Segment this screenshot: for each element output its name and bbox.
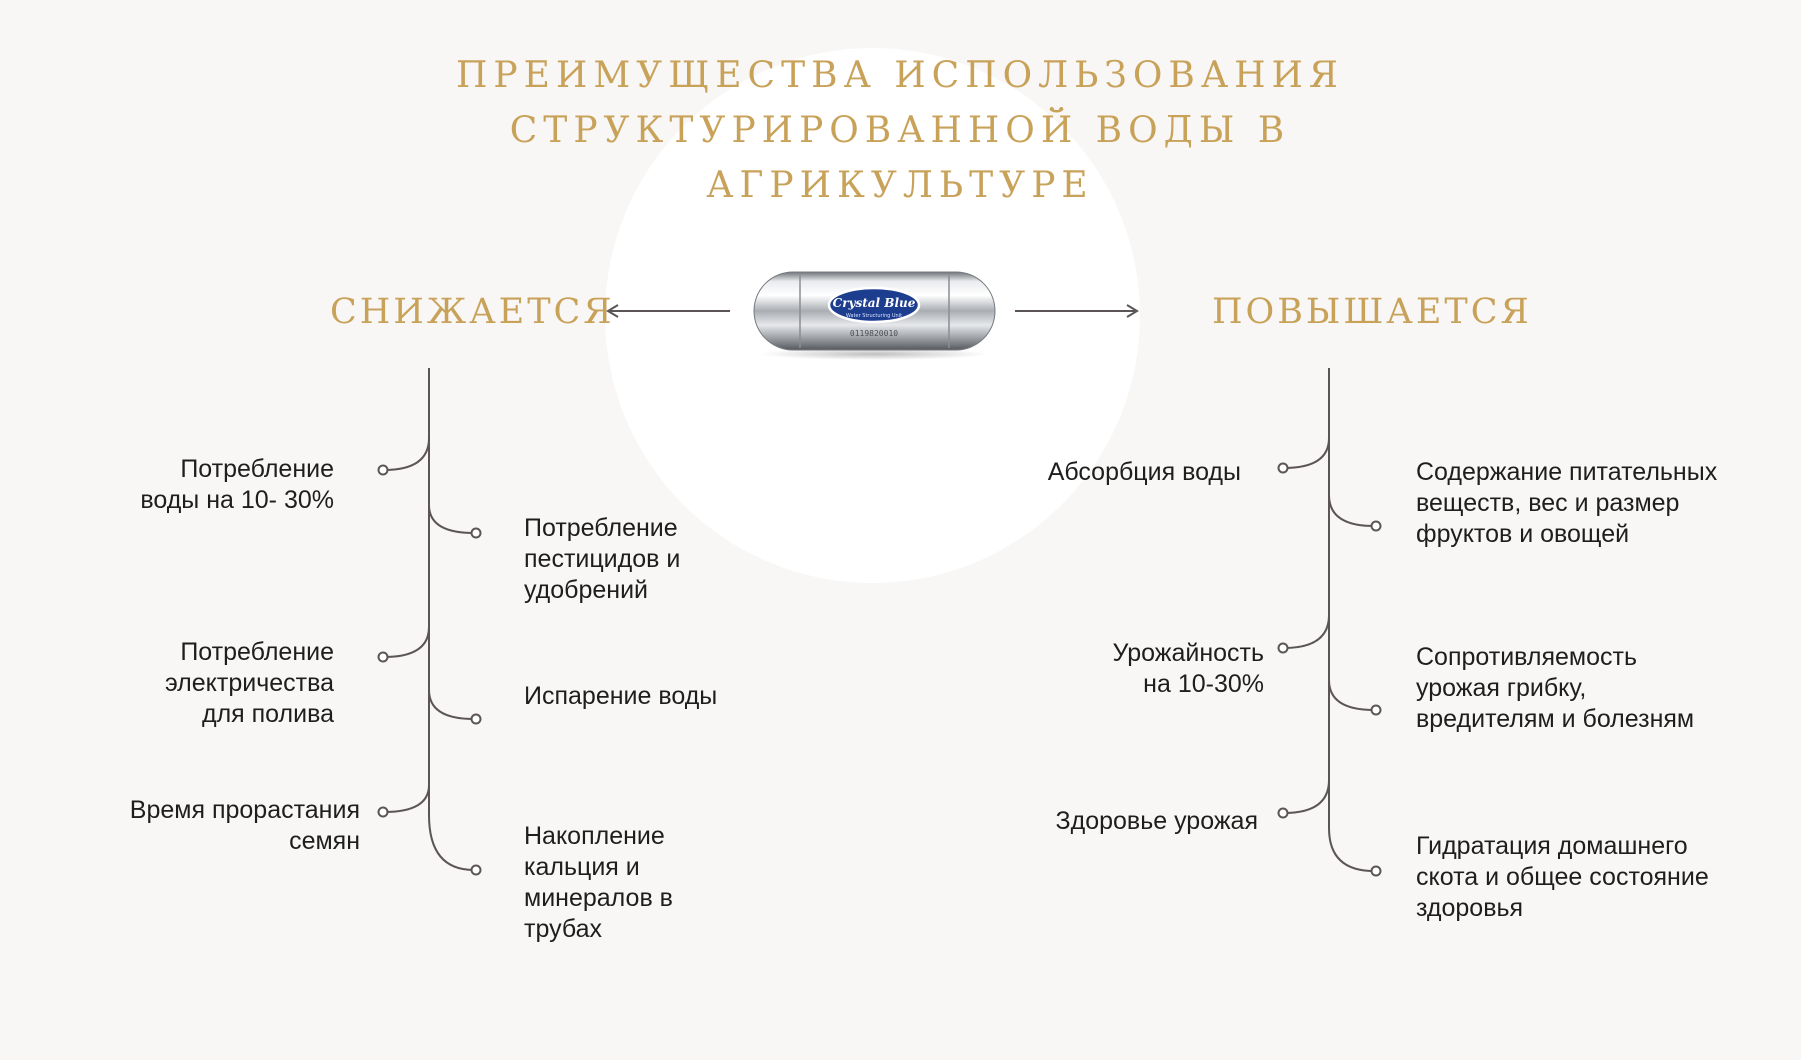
title-line-3: АГРИКУЛЬТУРЕ: [706, 165, 1094, 206]
right-item-resistance: Сопротивляемость урожая грибку, вредител…: [1416, 642, 1756, 735]
left-item-5-text: Время прорастания семян: [129, 796, 360, 855]
right-branch-2: [1328, 494, 1375, 527]
left-node-5: [377, 806, 389, 818]
left-branch-3: [383, 626, 430, 658]
left-item-6-text: Накопление кальция и минералов в трубах: [524, 822, 673, 943]
left-item-2-text: Потребление пестицидов и удобрений: [524, 514, 681, 604]
left-item-1-text: Потребление воды на 10- 30%: [140, 455, 334, 514]
right-branch-4: [1328, 679, 1375, 711]
right-item-1-text: Абсорбция воды: [1047, 458, 1241, 486]
right-node-1: [1277, 462, 1289, 474]
right-item-livestock: Гидратация домашнего скота и общее состо…: [1416, 831, 1756, 924]
left-node-1: [377, 464, 389, 476]
left-item-calcium: Накопление кальция и минералов в трубах: [524, 821, 774, 945]
left-item-3-text: Потребление электричества для полива: [164, 638, 334, 728]
right-item-3-text: Урожайность на 10-30%: [1112, 639, 1264, 698]
title-line-1: ПРЕИМУЩЕСТВА ИСПОЛЬЗОВАНИЯ: [456, 55, 1344, 96]
left-item-4-text: Испарение воды: [524, 682, 718, 710]
left-branch-5: [383, 784, 430, 813]
device-serial: 0119820010: [850, 329, 898, 338]
decreases-heading: СНИЖАЕТСЯ: [330, 292, 615, 332]
left-node-4: [470, 713, 482, 725]
left-branch-6: [428, 814, 475, 871]
left-item-germination: Время прорастания семян: [80, 795, 360, 857]
right-item-6-text: Гидратация домашнего скота и общее состо…: [1416, 832, 1709, 922]
device-logo-badge: [827, 286, 921, 324]
right-item-crop-health: Здоровье урожая: [998, 806, 1258, 837]
title-line-2: СТРУКТУРИРОВАННОЙ ВОДЫ В: [509, 110, 1291, 151]
increases-heading: ПОВЫШАЕТСЯ: [1212, 292, 1532, 332]
right-item-nutrients: Содержание питательных веществ, вес и ра…: [1416, 457, 1756, 550]
right-branch-5: [1283, 779, 1330, 814]
arrow-left-head: [606, 304, 619, 318]
left-branch-4: [428, 689, 475, 720]
right-item-2-text: Содержание питательных веществ, вес и ра…: [1416, 458, 1718, 548]
device-logo-subtext: Water Structuring Unit: [846, 313, 902, 319]
left-item-electricity: Потребление электричества для полива: [74, 637, 334, 730]
left-item-water-consumption: Потребление воды на 10- 30%: [74, 454, 334, 516]
right-branch-3: [1283, 614, 1330, 649]
right-node-6: [1370, 865, 1382, 877]
right-item-yield: Урожайность на 10-30%: [1004, 638, 1264, 700]
page-title: ПРЕИМУЩЕСТВА ИСПОЛЬЗОВАНИЯ СТРУКТУРИРОВА…: [400, 48, 1400, 213]
left-item-evaporation: Испарение воды: [524, 681, 774, 712]
left-branch-2: [428, 504, 475, 534]
arrow-right-head: [1126, 304, 1139, 318]
device-logo-text: Crystal Blue: [833, 296, 916, 310]
right-item-4-text: Сопротивляемость урожая грибку, вредител…: [1416, 643, 1695, 733]
left-item-pesticides: Потребление пестицидов и удобрений: [524, 513, 774, 606]
right-node-4: [1370, 704, 1382, 716]
right-branch-6: [1328, 827, 1375, 872]
right-node-3: [1277, 642, 1289, 654]
right-node-5: [1277, 807, 1289, 819]
right-item-absorption: Абсорбция воды: [981, 457, 1241, 488]
device-shadow: [759, 348, 989, 360]
left-branch-1: [383, 437, 430, 471]
right-branch-1: [1283, 437, 1330, 469]
right-node-2: [1370, 520, 1382, 532]
left-node-3: [377, 651, 389, 663]
left-node-2: [470, 527, 482, 539]
right-item-5-text: Здоровье урожая: [1055, 807, 1258, 835]
water-structuring-device: Crystal Blue Water Structuring Unit 0119…: [753, 271, 996, 360]
left-node-6: [470, 864, 482, 876]
